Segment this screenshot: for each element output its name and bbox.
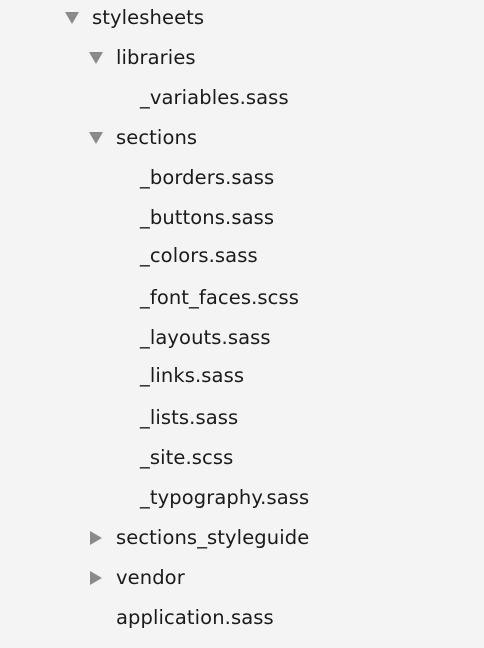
- tree-item-colors-sass[interactable]: _colors.sass: [0, 236, 484, 276]
- tree-item-label: _site.scss: [140, 446, 234, 469]
- tree-item-label: sections: [116, 126, 198, 149]
- tree-item-label: _buttons.sass: [140, 206, 275, 229]
- tree-item-lists-sass[interactable]: _lists.sass: [0, 398, 484, 438]
- tree-item-label: stylesheets: [92, 6, 205, 29]
- tree-item-font-faces-scss[interactable]: _font_faces.scss: [0, 278, 484, 318]
- tree-item-stylesheets[interactable]: stylesheets: [0, 0, 484, 38]
- tree-item-label: _font_faces.scss: [140, 286, 299, 309]
- tree-item-label: _layouts.sass: [140, 326, 271, 349]
- tree-item-label: _borders.sass: [140, 166, 275, 189]
- tree-item-sections[interactable]: sections: [0, 118, 484, 158]
- tree-item-application-sass[interactable]: application.sass: [0, 598, 484, 638]
- triangle-right-icon[interactable]: [89, 531, 103, 545]
- tree-item-libraries[interactable]: libraries: [0, 38, 484, 78]
- tree-item-label: sections_styleguide: [116, 526, 310, 549]
- tree-item-variables-sass[interactable]: _variables.sass: [0, 78, 484, 118]
- triangle-down-icon[interactable]: [65, 11, 79, 25]
- tree-item-label: _typography.sass: [140, 486, 310, 509]
- tree-item-label: vendor: [116, 566, 185, 589]
- tree-item-label: application.sass: [116, 606, 274, 629]
- tree-item-label: _variables.sass: [140, 86, 289, 109]
- tree-item-typography-sass[interactable]: _typography.sass: [0, 478, 484, 518]
- tree-item-links-sass[interactable]: _links.sass: [0, 356, 484, 396]
- tree-item-borders-sass[interactable]: _borders.sass: [0, 158, 484, 198]
- tree-item-label: _lists.sass: [140, 406, 239, 429]
- tree-item-site-scss[interactable]: _site.scss: [0, 438, 484, 478]
- tree-item-sections-styleguide[interactable]: sections_styleguide: [0, 518, 484, 558]
- tree-item-label: _colors.sass: [140, 244, 258, 267]
- triangle-right-icon[interactable]: [89, 571, 103, 585]
- tree-item-vendor[interactable]: vendor: [0, 558, 484, 598]
- tree-item-layouts-sass[interactable]: _layouts.sass: [0, 318, 484, 358]
- tree-item-label: _links.sass: [140, 364, 245, 387]
- tree-item-label: libraries: [116, 46, 196, 69]
- tree-item-buttons-sass[interactable]: _buttons.sass: [0, 198, 484, 238]
- triangle-down-icon[interactable]: [89, 131, 103, 145]
- triangle-down-icon[interactable]: [89, 51, 103, 65]
